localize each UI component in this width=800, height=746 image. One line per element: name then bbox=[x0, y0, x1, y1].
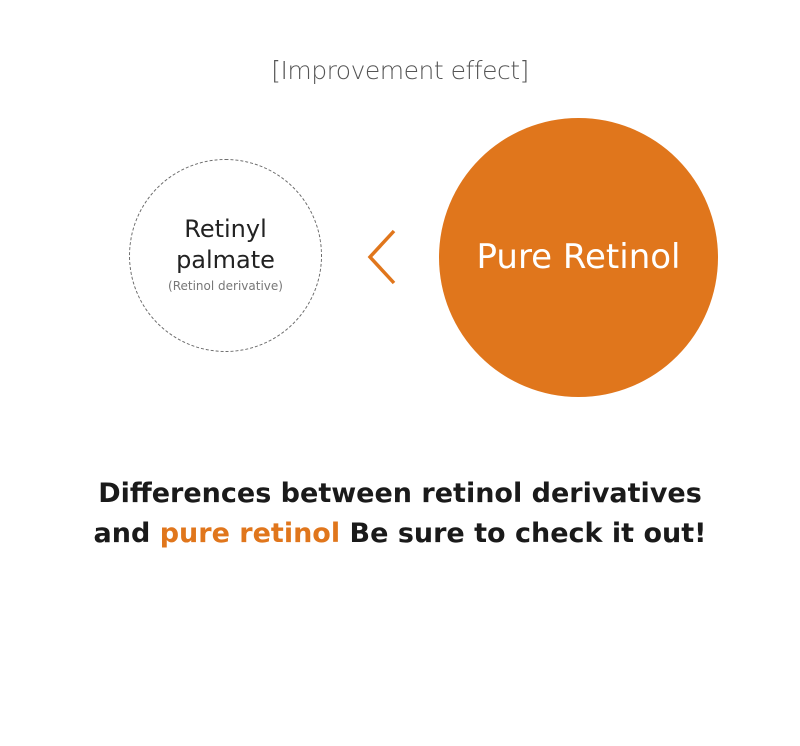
tagline-suffix: Be sure to check it out! bbox=[340, 518, 707, 549]
tagline-highlight: pure retinol bbox=[159, 518, 341, 549]
section-heading: [Improvement effect] bbox=[271, 56, 529, 85]
tagline: Differences between retinol derivatives … bbox=[0, 474, 800, 554]
pure-retinol-label: Pure Retinol bbox=[476, 237, 681, 277]
tagline-line2: and pure retinol Be sure to check it out… bbox=[0, 514, 800, 554]
tagline-line1: Differences between retinol derivatives bbox=[98, 478, 702, 509]
retinyl-palmate-text: Retinyl palmate (Retinol derivative) bbox=[130, 214, 321, 295]
retinyl-palmate-circle: Retinyl palmate (Retinol derivative) bbox=[129, 159, 322, 352]
chevron-left-icon bbox=[367, 229, 396, 285]
derivative-name-line1: Retinyl bbox=[184, 215, 267, 243]
tagline-prefix: and bbox=[93, 518, 160, 549]
derivative-subtitle: (Retinol derivative) bbox=[168, 279, 283, 293]
pure-retinol-circle: Pure Retinol bbox=[439, 118, 718, 397]
derivative-name-line2: palmate bbox=[176, 246, 275, 274]
